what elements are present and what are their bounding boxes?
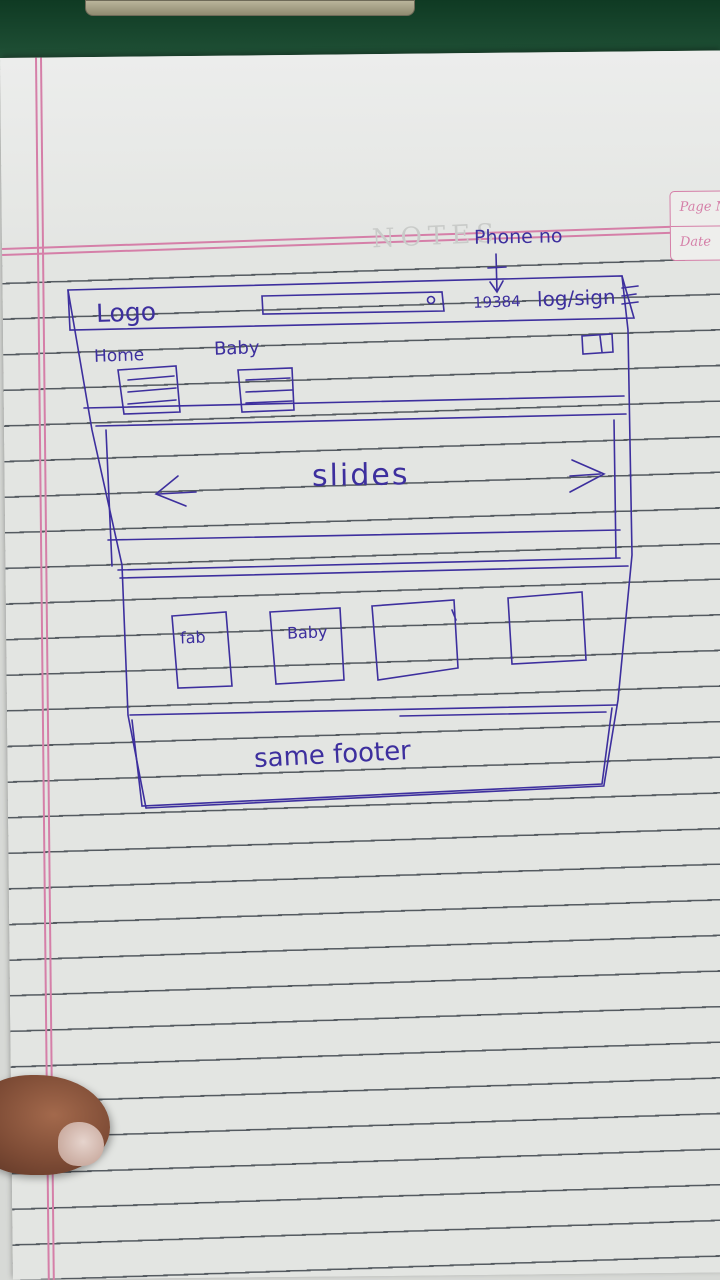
slider-bottom-2 — [117, 557, 621, 571]
home-dropdown — [117, 365, 181, 415]
phone-number: 19384 — [472, 292, 522, 312]
phone-arrow-tick — [487, 266, 507, 269]
phone-arrow — [489, 253, 504, 294]
frame-left — [67, 289, 147, 809]
slider-bottom — [107, 529, 621, 541]
card-empty-2 — [507, 591, 587, 665]
nav-item-baby: Baby — [213, 337, 260, 360]
footer-box — [131, 707, 613, 807]
search-bar-outline — [261, 291, 445, 315]
cards-section-bottom — [129, 704, 617, 716]
card-fab — [171, 611, 233, 689]
login-signup-link: log/sign — [536, 284, 616, 312]
toggle-icon — [581, 333, 614, 355]
phone-annotation: Phone no — [473, 225, 563, 249]
card-baby-label: Baby — [286, 622, 328, 643]
outer-frame — [67, 275, 636, 331]
slider-top — [95, 413, 627, 427]
cards-section-bottom-2 — [399, 711, 607, 717]
footer-bottom — [145, 785, 605, 809]
frame-right — [603, 275, 633, 786]
slider-label: slides — [311, 457, 410, 494]
nav-divider — [83, 395, 625, 409]
card-baby — [269, 607, 345, 685]
binder-clip — [85, 0, 415, 16]
cards-section-top — [119, 565, 629, 579]
thumbnail — [58, 1122, 104, 1166]
card-empty-1 — [371, 599, 459, 681]
menu-icon — [621, 285, 639, 305]
next-arrow-icon — [569, 459, 606, 493]
logo: Logo — [95, 296, 157, 329]
slider-inner-left — [105, 429, 113, 567]
card-fab-label: fab — [179, 627, 206, 648]
baby-dropdown — [237, 367, 295, 413]
slider-inner-right — [613, 419, 617, 559]
search-icon — [426, 295, 436, 305]
prev-arrow-icon — [154, 475, 197, 507]
nav-item-home: Home — [93, 345, 145, 367]
